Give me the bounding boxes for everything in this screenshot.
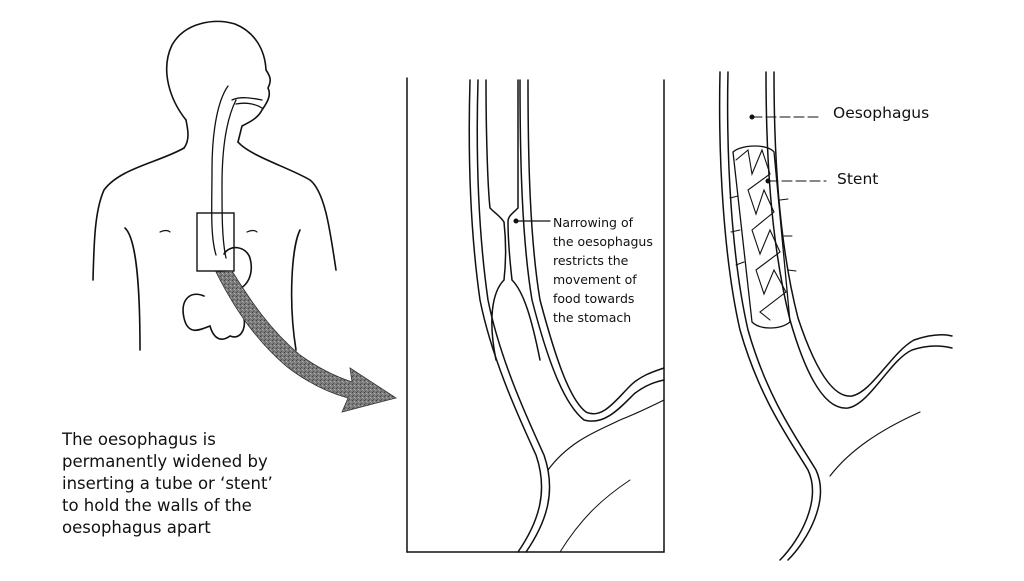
oesophagus-label: Oesophagus (833, 104, 930, 122)
caption-line: to hold the walls of the (62, 496, 252, 515)
caption-line: permanently widened by (62, 452, 268, 471)
caption-line: inserting a tube or ‘stent’ (62, 474, 273, 493)
note-line: restricts the (553, 253, 629, 268)
pointer-arrow (215, 270, 397, 413)
note-line: the stomach (553, 310, 632, 325)
stent-panel (718, 71, 953, 561)
note-line: movement of (553, 272, 637, 287)
narrowing-annotation: Narrowing of the oesophagus restricts th… (553, 213, 653, 327)
caption-line: oesophagus apart (62, 518, 211, 537)
figure-caption: The oesophagus is permanently widened by… (62, 429, 322, 539)
stent-label: Stent (837, 170, 879, 188)
note-line: the oesophagus (553, 234, 653, 249)
narrowing-panel (406, 77, 665, 553)
caption-line: The oesophagus is (62, 430, 216, 449)
note-line: Narrowing of (553, 215, 634, 230)
note-line: food towards (553, 291, 635, 306)
body-figure (92, 20, 337, 351)
